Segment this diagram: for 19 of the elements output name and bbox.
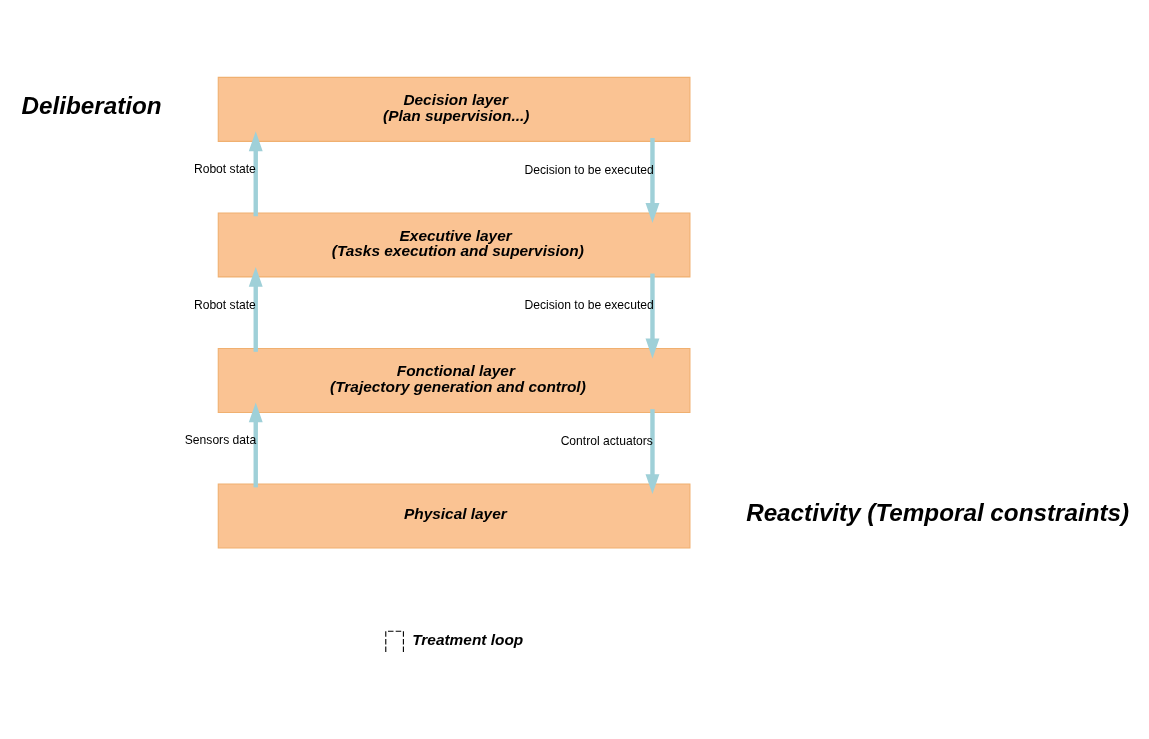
node-box: Executive layer (Tasks execution and supervision) <box>217 211 691 277</box>
arrow <box>248 401 263 487</box>
edge-label: Decision to be executed <box>524 162 654 177</box>
node-box: Decision layer (Plan supervision...) <box>217 76 691 142</box>
label: Deliberation <box>21 91 162 119</box>
node-box: Physical layer <box>217 483 691 549</box>
edge-label: Robot state <box>193 161 256 176</box>
legend-label: Treatment loop <box>412 630 524 648</box>
edge-label: Robot state <box>193 297 256 312</box>
edge-label: Sensors data <box>184 432 257 447</box>
label: Reactivity (Temporal constraints) <box>746 498 1130 526</box>
edge-label: Decision to be executed <box>524 297 654 312</box>
arrow <box>645 137 660 223</box>
arrow <box>645 408 660 494</box>
arrow <box>248 266 263 352</box>
arrow <box>248 130 263 216</box>
arrow <box>645 273 660 358</box>
node-box: Fonctional layer (Trajectory generation and control) <box>217 347 691 413</box>
edge-label: Control actuators <box>560 433 653 448</box>
